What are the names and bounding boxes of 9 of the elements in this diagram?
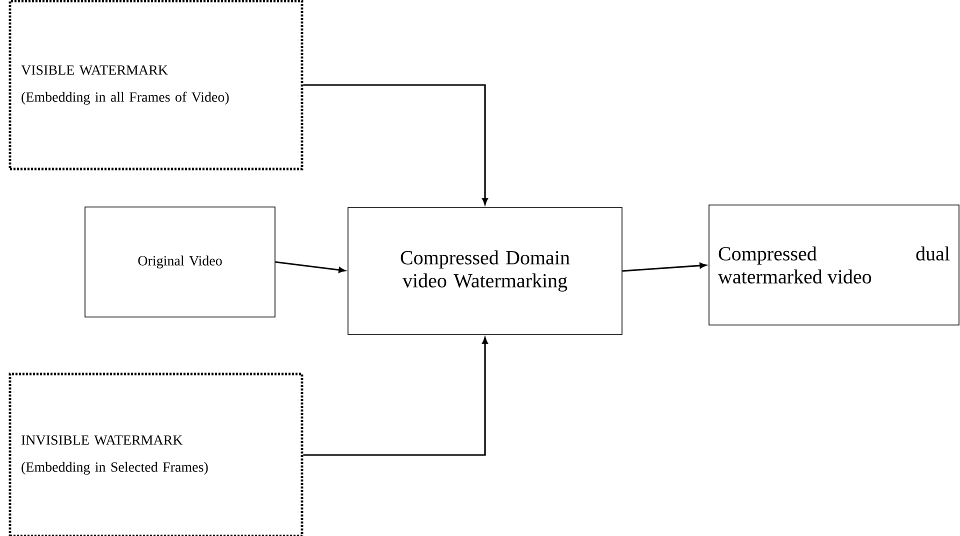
dotted-box: INVISIBLE WATERMARK (Embedding in Selected Frames) (8, 372, 304, 536)
dotted-box: VISIBLE WATERMARK (Embedding in all Frames of Video) (8, 0, 304, 170)
arrow (275, 261, 346, 273)
process-box: Original Video (84, 206, 276, 318)
arrow (303, 84, 488, 205)
arrow (303, 337, 488, 456)
process-box: Compressed Domain video Watermarking (348, 207, 622, 335)
process-box: Compressed dual watermarked video (708, 204, 960, 326)
arrow (622, 262, 706, 272)
